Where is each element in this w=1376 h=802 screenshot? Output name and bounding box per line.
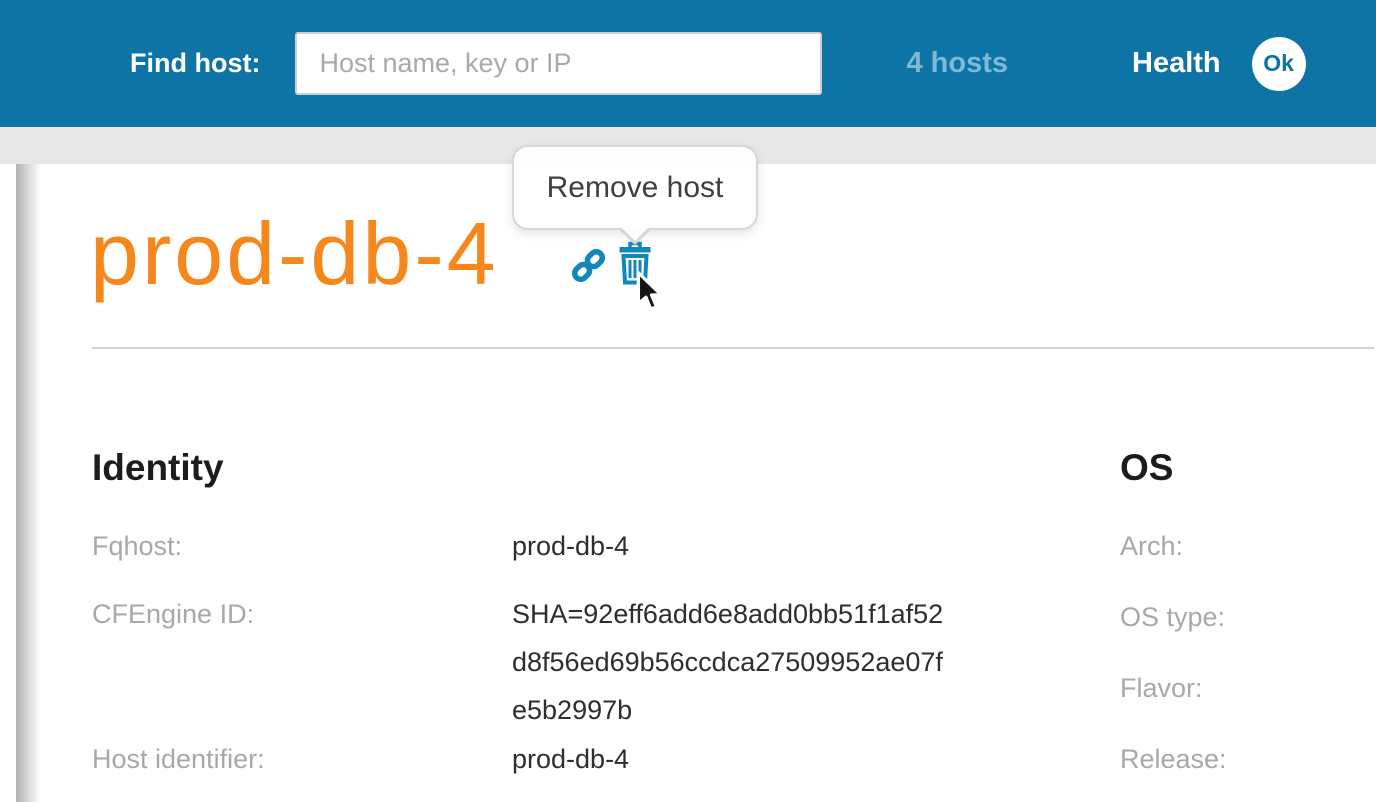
identity-row-cfengine-id: CFEngine ID: SHA=92eff6add6e8add0bb51f1a…	[92, 590, 957, 734]
os-type-label: OS type:	[1120, 602, 1226, 632]
host-link-button[interactable]	[570, 247, 607, 284]
hosts-count-link[interactable]: 4 hosts	[906, 47, 1008, 79]
os-row-os-type: OS type:	[1120, 593, 1225, 641]
remove-host-tooltip: Remove host	[512, 145, 758, 245]
identity-section-title: Identity	[92, 447, 224, 488]
os-row-release: Release:	[1120, 735, 1227, 783]
health-status-badge[interactable]: Ok	[1251, 36, 1306, 91]
host-identifier-label: Host identifier:	[92, 744, 265, 774]
release-label: Release:	[1120, 744, 1227, 774]
top-nav-bar: Find host: 4 hosts Health Ok	[0, 0, 1376, 127]
flavor-label: Flavor:	[1120, 673, 1203, 703]
host-search-input[interactable]	[295, 32, 823, 95]
health-status-text: Ok	[1263, 50, 1294, 76]
fqhost-label: Fqhost:	[92, 531, 183, 561]
identity-row-fqhost: Fqhost: prod-db-4	[92, 522, 629, 570]
os-row-flavor: Flavor:	[1120, 664, 1203, 712]
os-section-title: OS	[1120, 447, 1174, 488]
section-divider	[92, 347, 1374, 349]
trash-icon	[619, 241, 651, 285]
identity-row-host-identifier: Host identifier: prod-db-4	[92, 735, 629, 783]
page-title-hostname: prod-db-4	[90, 204, 499, 303]
host-identifier-value: prod-db-4	[512, 744, 630, 774]
tooltip-text: Remove host	[546, 170, 724, 204]
chain-link-icon	[571, 248, 606, 283]
arch-label: Arch:	[1120, 531, 1184, 561]
os-row-arch: Arch:	[1120, 522, 1183, 570]
content-left-shadow	[16, 164, 41, 802]
fqhost-value: prod-db-4	[512, 531, 630, 561]
find-host-label: Find host:	[130, 48, 261, 78]
cfengine-id-value: SHA=92eff6add6e8add0bb51f1af52d8f56ed69b…	[512, 599, 944, 725]
cfengine-id-label: CFEngine ID:	[92, 599, 255, 629]
health-label: Health	[1132, 47, 1221, 79]
remove-host-button[interactable]	[617, 240, 653, 285]
